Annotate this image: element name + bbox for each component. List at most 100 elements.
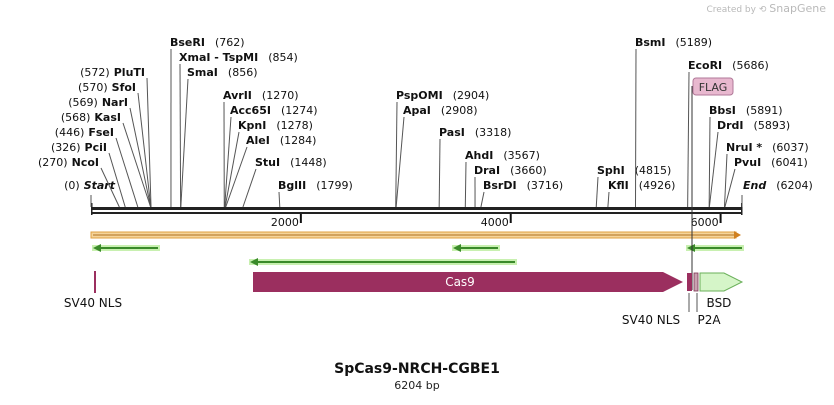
site-end: End (6204) [742, 179, 813, 207]
site-name: BbsI [709, 104, 736, 117]
site-name: NcoI [72, 156, 99, 169]
site-alei: AleI (1284) [226, 134, 317, 207]
site-connector [226, 147, 247, 207]
site-name: ApaI [403, 104, 431, 117]
site-position: (4926) [639, 179, 676, 192]
feature-flag-label: FLAG [699, 81, 728, 94]
site-position: (1274) [281, 104, 318, 117]
site-name: KpnI [238, 119, 266, 132]
feature-sv40-nls-right-label: SV40 NLS [622, 313, 680, 327]
site-position: (270) [38, 156, 68, 169]
plasmid-name: SpCas9-NRCH-CGBE1 [0, 361, 834, 377]
site-name: End [743, 179, 766, 192]
feature-sv40-nls-right [687, 273, 692, 291]
site-position: (1799) [316, 179, 353, 192]
site-name: PciI [85, 141, 107, 154]
site-connector [465, 162, 466, 207]
feature-p2a-label: P2A [697, 313, 721, 327]
site-ahdi: AhdI (3567) [465, 149, 540, 207]
site-name: AleI [246, 134, 270, 147]
site-connector [481, 192, 484, 207]
site-position: (1448) [290, 156, 327, 169]
site-connector [396, 102, 397, 207]
site-name: KasI [94, 111, 121, 124]
site-position: (569) [68, 96, 98, 109]
site-position: (5893) [754, 119, 791, 132]
site-connector [243, 169, 256, 207]
site-name: AvrII [223, 89, 252, 102]
site-connector [279, 192, 280, 207]
site-position: (856) [228, 66, 258, 79]
site-kfli: KflI (4926) [608, 179, 675, 207]
site-name: XmaI - TspMI [179, 51, 258, 64]
site-connector [439, 139, 440, 207]
site-position: (0) [64, 179, 80, 192]
site-nrui-: NruI * (6037) [724, 141, 808, 207]
site-position: (1270) [262, 89, 299, 102]
site-position: (6041) [771, 156, 808, 169]
site-connector [596, 177, 598, 207]
site-name: SphI [597, 164, 625, 177]
site-name: StuI [255, 156, 280, 169]
site-position: (1278) [276, 119, 313, 132]
site-connector [180, 64, 181, 207]
site-name: PluTI [114, 66, 145, 79]
watermark-text: Created by [706, 5, 756, 15]
feature-bsd-label: BSD [707, 296, 732, 310]
site-name: BsrDI [483, 179, 517, 192]
site-connector [396, 117, 404, 207]
site-name: PvuI [734, 156, 761, 169]
site-connector [608, 192, 609, 207]
site-name: BsmI [635, 36, 666, 49]
site-connector [709, 117, 710, 207]
orf-arrow-head [734, 231, 741, 239]
site-name: KflI [608, 179, 629, 192]
site-name: SmaI [187, 66, 218, 79]
site-position: (3660) [510, 164, 547, 177]
site-position: (3716) [527, 179, 564, 192]
site-position: (326) [51, 141, 81, 154]
ruler-label: 4000 [481, 216, 509, 229]
site-connector [116, 138, 138, 207]
backbone-bottom [91, 212, 742, 214]
site-position: (5686) [732, 59, 769, 72]
site-position: (572) [80, 66, 110, 79]
site-name: SfoI [112, 81, 136, 94]
site-name: NruI * [726, 141, 762, 154]
feature-sv40-nls-left [94, 271, 96, 293]
backbone-top [91, 207, 742, 210]
site-position: (5189) [676, 36, 713, 49]
site-name: DrdI [717, 119, 744, 132]
site-bsrdi: BsrDI (3716) [481, 179, 563, 207]
site-position: (568) [61, 111, 91, 124]
site-position: (2904) [453, 89, 490, 102]
site-position: (1284) [280, 134, 317, 147]
site-name: PasI [439, 126, 465, 139]
site-name: PspOMI [396, 89, 443, 102]
site-position: (3567) [503, 149, 540, 162]
site-name: AhdI [465, 149, 493, 162]
snapgene-logo-icon: ⟲ [759, 5, 767, 15]
ruler-label: 2000 [271, 216, 299, 229]
site-name: BseRI [170, 36, 205, 49]
site-connector [635, 49, 636, 207]
feature-p2a [694, 273, 698, 291]
site-name: Acc65I [230, 104, 271, 117]
site-name: DraI [474, 164, 500, 177]
site-position: (6037) [772, 141, 809, 154]
site-position: (854) [268, 51, 298, 64]
site-position: (2908) [441, 104, 478, 117]
feature-cas9-label: Cas9 [445, 275, 475, 289]
site-name: BglII [278, 179, 306, 192]
site-name: FseI [88, 126, 114, 139]
site-name: NarI [102, 96, 128, 109]
site-position: (762) [215, 36, 245, 49]
site-position: (3318) [475, 126, 512, 139]
watermark-brand: SnapGene [769, 2, 826, 15]
ruler-label: 6000 [691, 216, 719, 229]
site-position: (6204) [776, 179, 813, 192]
site-name: EcoRI [688, 59, 722, 72]
site-position: (570) [78, 81, 108, 94]
